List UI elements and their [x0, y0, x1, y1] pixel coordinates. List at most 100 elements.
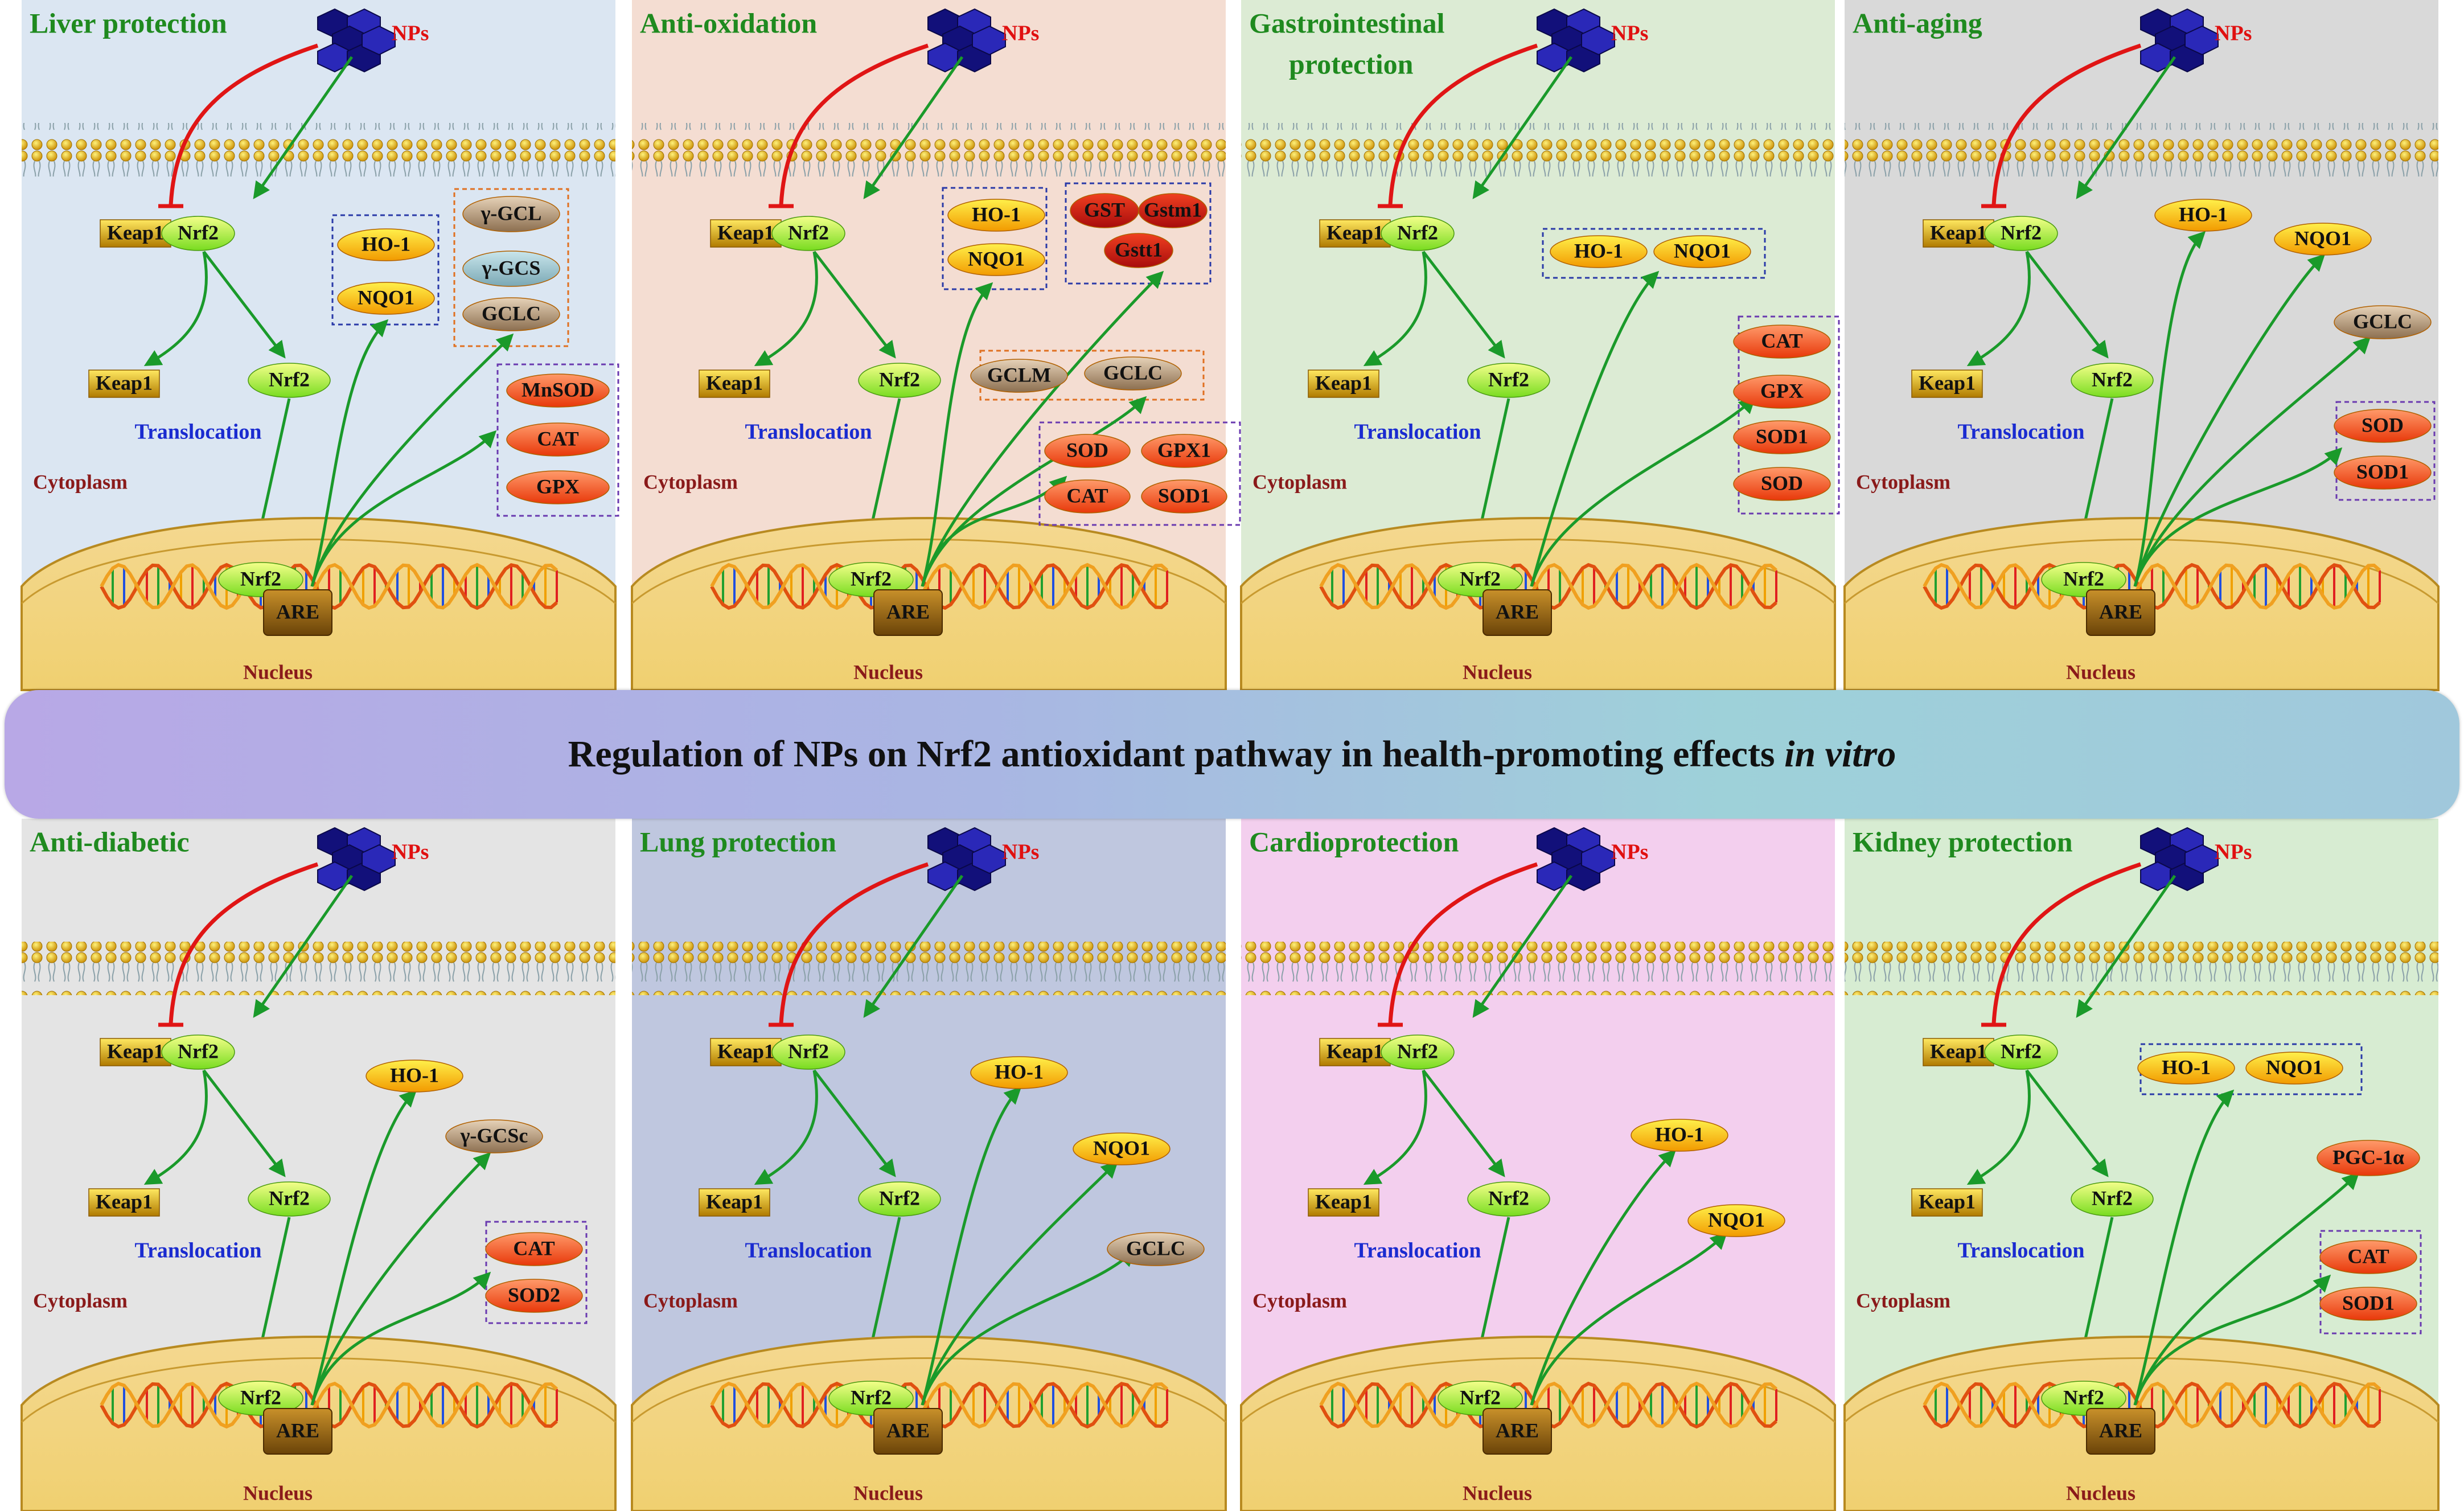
target-enzyme: MnSOD — [506, 373, 610, 408]
nrf2-complex-shape — [1984, 216, 2058, 251]
target-enzyme: GPX1 — [1141, 434, 1227, 468]
translocation-arrow — [863, 1217, 901, 1363]
keap1-release-arrow — [143, 251, 208, 366]
translocation-label: Translocation — [1354, 420, 1481, 444]
nps-label: NPs — [1002, 22, 1039, 46]
target-enzyme-label: CAT — [513, 1237, 555, 1259]
free-keap1-label: Keap1 — [706, 371, 763, 394]
cytoplasm-label: Cytoplasm — [33, 1289, 128, 1312]
target-enzyme-shape — [2245, 1052, 2343, 1085]
free-nrf2-shape — [1467, 363, 1550, 398]
nps-to-nrf2-arrow — [2076, 56, 2176, 199]
dna-strand — [1923, 1381, 2381, 1429]
target-enzyme: HO-1 — [1631, 1119, 1728, 1152]
target-enzyme-shape — [462, 297, 560, 331]
target-group-box — [1065, 182, 1212, 285]
panel-title: Cardioprotection — [1249, 826, 1459, 857]
banner-title-italic: in vitro — [1784, 733, 1896, 775]
free-keap1-shape — [1308, 369, 1379, 398]
are-label: ARE — [1496, 600, 1539, 623]
target-enzyme-shape — [366, 1060, 463, 1093]
target-enzyme: GCLC — [2334, 305, 2432, 339]
dna-strand — [1923, 562, 2381, 610]
target-enzyme: GCLC — [1107, 1232, 1205, 1266]
translocation-label: Translocation — [1957, 420, 2084, 444]
translocation-label: Translocation — [745, 1239, 872, 1263]
target-enzyme: CAT — [506, 422, 610, 457]
banner-title-main: Regulation of NPs on Nrf2 antioxidant pa… — [568, 733, 1775, 775]
are-to-target-arrow — [1530, 396, 1756, 587]
target-enzyme-shape — [2319, 1240, 2417, 1274]
target-enzyme-label: NQO1 — [1093, 1136, 1150, 1159]
nuclear-nrf2-shape — [828, 1381, 914, 1416]
target-enzyme-shape — [1733, 420, 1831, 454]
nps-to-nrf2-arrow — [253, 56, 354, 199]
target-enzyme-shape — [462, 196, 560, 232]
are-to-target-arrow — [921, 475, 1067, 587]
target-enzyme-shape — [1084, 356, 1182, 391]
nrf2-release-arrow — [1422, 1069, 1505, 1177]
target-enzyme-shape — [1044, 434, 1131, 468]
target-enzyme-shape — [337, 282, 435, 315]
target-enzyme-label: NQO1 — [1708, 1208, 1765, 1231]
inhibition-line — [779, 43, 929, 206]
translocation-label: Translocation — [745, 420, 872, 444]
are-to-target-arrow — [2133, 1274, 2331, 1406]
nrf2-complex-shape — [771, 1034, 845, 1070]
nuclear-nrf2-label: Nrf2 — [2063, 1386, 2104, 1409]
are-shape — [2086, 589, 2155, 636]
are-to-target-arrow — [310, 333, 514, 587]
target-enzyme-shape — [506, 373, 610, 408]
are-to-target-arrow — [310, 430, 497, 587]
free-keap1-shape — [1911, 369, 1983, 398]
nucleus-label: Nucleus — [2066, 660, 2136, 683]
nuclear-nrf2-label: Nrf2 — [851, 1386, 892, 1409]
target-enzyme-label: GST — [1084, 198, 1125, 221]
keap1-shape — [710, 219, 782, 248]
target-enzyme-shape — [2319, 1287, 2417, 1321]
free-keap1-label: Keap1 — [1919, 371, 1976, 394]
target-enzyme-shape — [1138, 193, 1208, 228]
dna-strand — [710, 1381, 1168, 1429]
nuclear-nrf2-shape — [1438, 1381, 1523, 1416]
inhibition-line — [1991, 43, 2142, 206]
target-enzyme-label: NQO1 — [2294, 227, 2351, 249]
target-enzyme-label: HO-1 — [972, 203, 1021, 225]
are-shape — [1482, 589, 1552, 636]
target-enzyme: GCLM — [970, 359, 1068, 393]
cytoplasm-label: Cytoplasm — [643, 1289, 738, 1312]
free-nrf2-label: Nrf2 — [269, 1186, 310, 1209]
nucleus-label: Nucleus — [1463, 660, 1532, 683]
are-shape — [263, 589, 332, 636]
target-enzyme: GPX — [506, 470, 610, 504]
target-enzyme-shape — [485, 1232, 583, 1266]
nps-to-nrf2-arrow — [2076, 874, 2176, 1018]
free-keap1-shape — [699, 1188, 770, 1217]
translocation-arrow — [1472, 398, 1510, 544]
are-label: ARE — [886, 1419, 930, 1442]
target-enzyme-label: CAT — [1761, 329, 1802, 352]
nrf2-release-arrow — [203, 251, 286, 359]
target-enzyme-shape — [1733, 325, 1831, 359]
nuclear-nrf2-shape — [2041, 562, 2126, 597]
target-enzyme-label: GCLC — [482, 302, 541, 325]
target-enzyme-shape — [2334, 305, 2432, 339]
target-group-box — [942, 187, 1048, 290]
nucleus-label: Nucleus — [1463, 1481, 1532, 1504]
target-enzyme: HO-1 — [947, 199, 1045, 232]
target-enzyme: SOD2 — [485, 1279, 583, 1313]
translocation-label: Translocation — [134, 1239, 261, 1263]
target-enzyme-label: SOD1 — [1158, 484, 1210, 507]
are-to-target-arrow — [1530, 270, 1660, 587]
nrf2-complex-label: Nrf2 — [178, 221, 219, 244]
target-enzyme: γ-GCS — [462, 251, 560, 287]
target-enzyme: NQO1 — [2274, 223, 2372, 256]
nps-label: NPs — [1002, 840, 1039, 864]
target-enzyme-label: GPX — [1760, 379, 1804, 402]
target-enzyme-shape — [462, 251, 560, 287]
are-label: ARE — [1496, 1419, 1539, 1442]
